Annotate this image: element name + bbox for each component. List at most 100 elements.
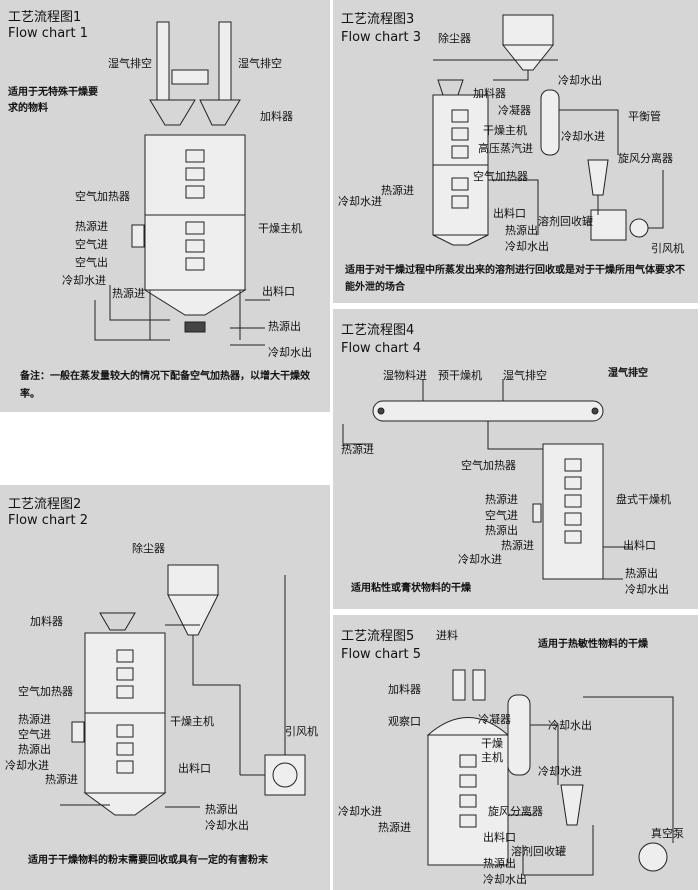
flow1-discharge: 出料口 xyxy=(262,285,295,298)
flow3-title-en: Flow chart 3 xyxy=(341,30,422,45)
flow1-note: 适用于无特殊干燥要求的物料 xyxy=(8,87,98,114)
flow4-heat-in: 热源进 xyxy=(485,493,518,506)
flow3-balance: 平衡管 xyxy=(628,110,661,123)
flow-chart-1-diagram xyxy=(94,21,270,346)
flow3-condenser: 冷凝器 xyxy=(498,104,531,117)
flow3-heat-out: 热源出 xyxy=(505,224,538,237)
flow2-dryer: 干燥主机 xyxy=(170,715,214,728)
flow5-cyclone: 旋风分离器 xyxy=(488,805,543,818)
flow1-air-in: 空气进 xyxy=(75,238,108,251)
flow5-vacuum: 真空泵 xyxy=(651,827,684,840)
flow5-title-cn: 工艺流程图5 xyxy=(341,629,415,644)
flow2-discharge: 出料口 xyxy=(178,762,211,775)
flow5-discharge: 出料口 xyxy=(483,831,516,844)
tray-stack xyxy=(451,109,469,209)
flow2-fan: 引风机 xyxy=(285,725,318,738)
flow4-cooling-out: 冷却水出 xyxy=(625,583,669,596)
flow-chart-2-panel: 工艺流程图2 Flow chart 2 除尘器 加料器 空气加热器 热源进 空气… xyxy=(0,485,330,890)
flow1-cooling-out: 冷却水出 xyxy=(268,346,312,359)
flow4-air-in: 空气进 xyxy=(485,509,518,522)
flow3-fan: 引风机 xyxy=(651,242,684,255)
flow5-title-en: Flow chart 5 xyxy=(341,647,422,662)
flow5-feeder: 加料器 xyxy=(388,683,421,696)
flow1-heat-in2: 热源进 xyxy=(112,287,145,300)
flow5-note: 适用于热敏性物料的干燥 xyxy=(538,639,648,650)
flow2-dust: 除尘器 xyxy=(132,542,165,555)
flow5-condenser: 冷凝器 xyxy=(478,713,511,726)
flow5-feed: 进料 xyxy=(436,629,458,642)
flow3-cyclone: 旋风分离器 xyxy=(618,152,673,165)
tray-stack xyxy=(459,754,477,828)
flow5-cooling-in: 冷却水进 xyxy=(538,765,582,778)
flow3-dryer: 干燥主机 xyxy=(483,124,527,137)
flow1-exhaust-left: 湿气排空 xyxy=(108,57,152,70)
flow4-discharge: 出料口 xyxy=(623,539,656,552)
flow4-heat-out: 热源出 xyxy=(485,524,518,537)
flow1-heat-in: 热源进 xyxy=(75,220,108,233)
flow1-title-cn: 工艺流程图1 xyxy=(8,10,82,25)
flow3-recovery: 溶剂回收罐 xyxy=(538,215,593,228)
tray-stack xyxy=(564,458,582,544)
flow-chart-4-diagram xyxy=(342,379,633,580)
flow5-dryer: 干燥主机 xyxy=(481,737,503,764)
flow2-cooling-out: 冷却水出 xyxy=(205,819,249,832)
flow3-heat-in: 热源进 xyxy=(381,184,414,197)
flow4-heat-out2: 热源出 xyxy=(625,567,658,580)
flow3-note: 适用于对干燥过程中所蒸发出来的溶剂进行回收或是对于干燥所用气体要求不能外泄的场合 xyxy=(345,265,685,293)
flow4-heat-in-top: 热源进 xyxy=(341,443,374,456)
flow1-dryer: 干燥主机 xyxy=(258,222,302,235)
flow1-cooling-in: 冷却水进 xyxy=(62,274,106,287)
flow5-cooling-out: 冷却水出 xyxy=(548,719,592,732)
flow2-air-in: 空气进 xyxy=(18,728,51,741)
flow5-recovery: 溶剂回收罐 xyxy=(511,845,566,858)
flow1-air-heater: 空气加热器 xyxy=(75,190,130,203)
flow2-note: 适用于干燥物料的粉末需要回收或具有一定的有害粉末 xyxy=(28,855,268,866)
flow3-dust: 除尘器 xyxy=(438,32,471,45)
flow3-air-heater: 空气加热器 xyxy=(473,170,528,183)
flow3-feeder: 加料器 xyxy=(473,87,506,100)
flow4-heat-in2: 热源进 xyxy=(501,539,534,552)
flow2-heat-out: 热源出 xyxy=(18,743,51,756)
flow2-feeder: 加料器 xyxy=(30,615,63,628)
tray-stack xyxy=(185,149,205,271)
flow2-title-en: Flow chart 2 xyxy=(8,513,89,528)
flow1-exhaust-right: 湿气排空 xyxy=(238,57,282,70)
flow1-air-out: 空气出 xyxy=(75,256,108,269)
flow5-heat-out: 热源出 xyxy=(483,857,516,870)
flow5-cooling-in2: 冷却水进 xyxy=(338,805,382,818)
flow1-remark: 备注：一般在蒸发量较大的情况下配备空气加热器，以增大干燥效率。 xyxy=(20,371,310,400)
flow5-heat-in: 热源进 xyxy=(378,821,411,834)
flow-chart-3-panel: 工艺流程图3 Flow chart 3 除尘器 冷却水出 加料器 冷凝器 平衡管… xyxy=(333,0,698,303)
flow3-cooling-in2: 冷却水进 xyxy=(338,195,382,208)
flow4-air-heater: 空气加热器 xyxy=(461,459,516,472)
flow2-heat-in: 热源进 xyxy=(18,713,51,726)
flow2-title-cn: 工艺流程图2 xyxy=(8,497,82,512)
flow-chart-3-diagram xyxy=(432,14,664,246)
tray-stack xyxy=(116,649,134,774)
flow2-heat-in2: 热源进 xyxy=(45,773,78,786)
flow4-note: 适用粘性或膏状物料的干燥 xyxy=(351,583,471,594)
flow3-title-cn: 工艺流程图3 xyxy=(341,12,415,27)
flow4-dryer: 盘式干燥机 xyxy=(616,493,671,506)
flow4-wet-in: 湿物料进 xyxy=(383,369,427,382)
flow1-heat-out: 热源出 xyxy=(268,320,301,333)
flow4-exhaust: 湿气排空 xyxy=(503,369,547,382)
flow4-cooling-in: 冷却水进 xyxy=(458,553,502,566)
flow3-cooling-out: 冷却水出 xyxy=(558,74,602,87)
flow-chart-5-diagram xyxy=(426,669,674,876)
flow3-steam: 高压蒸汽进 xyxy=(478,142,533,155)
flow1-feeder: 加料器 xyxy=(260,110,293,123)
flow4-predryer: 预干燥机 xyxy=(438,369,482,382)
flow3-discharge: 出料口 xyxy=(493,207,526,220)
flow1-title-en: Flow chart 1 xyxy=(8,26,89,41)
flow5-cooling-out2: 冷却水出 xyxy=(483,873,527,886)
flow-chart-4-panel: 工艺流程图4 Flow chart 4 湿气排空 湿物料进 预干燥机 湿气排空 … xyxy=(333,309,698,609)
flow-chart-2-diagram xyxy=(60,564,306,816)
flow-chart-1-panel: 工艺流程图1 Flow chart 1 适用于无特殊干燥要求的物料 湿气排空 湿… xyxy=(0,0,330,412)
flow3-cooling-in: 冷却水进 xyxy=(561,130,605,143)
flow3-cooling-out2: 冷却水出 xyxy=(505,240,549,253)
flow4-title-en: Flow chart 4 xyxy=(341,341,422,356)
flow-chart-5-panel: 工艺流程图5 Flow chart 5 进料 适用于热敏性物料的干燥 加料器 观… xyxy=(333,615,698,890)
flow5-window: 观察口 xyxy=(388,715,421,728)
flow4-title-cn: 工艺流程图4 xyxy=(341,323,415,338)
